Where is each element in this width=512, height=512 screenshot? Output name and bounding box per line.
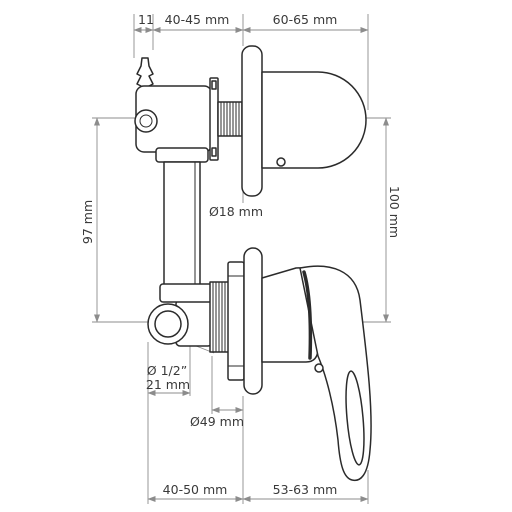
body-port-inner — [139, 114, 153, 128]
lower-wall-flange — [243, 247, 263, 395]
upper-thread-lines — [220, 102, 240, 136]
label-top-c: 60-65 mm — [273, 12, 338, 27]
label-bottom-b: 53-63 mm — [273, 482, 338, 497]
label-upper-diameter: Ø18 mm — [209, 204, 263, 219]
pipe-junction — [159, 283, 213, 303]
label-top-b: 40-45 mm — [165, 12, 230, 27]
pipe-collar — [155, 147, 209, 163]
lower-assembly — [147, 247, 372, 482]
plate-notch-bottom — [211, 147, 217, 157]
cap-screw — [276, 157, 286, 167]
label-top-a: 11 — [138, 12, 154, 27]
upper-wall-flange — [241, 45, 263, 197]
label-right-vertical: 100 mm — [387, 186, 402, 238]
dimension-lines — [94, 27, 389, 502]
lower-thread-lines — [212, 282, 226, 352]
lever-edge — [302, 270, 313, 360]
dimension-labels: 11 40-45 mm 60-65 mm 97 mm 100 mm Ø18 mm… — [80, 12, 402, 497]
plate-notch-top — [211, 80, 217, 90]
body-port-outer — [134, 109, 158, 133]
lock-nut — [227, 261, 245, 381]
lever-hole — [345, 370, 365, 466]
label-inlet-width: 21 mm — [146, 377, 190, 392]
inlet-ring-inner — [154, 310, 182, 338]
label-inlet-thread: Ø 1/2” — [147, 363, 187, 378]
upper-assembly — [134, 45, 367, 197]
label-left-vertical: 97 mm — [80, 200, 95, 244]
riser-pipe-group — [155, 147, 209, 287]
label-lower-diameter: Ø49 mm — [190, 414, 244, 429]
riser-pipe — [163, 161, 201, 287]
handle-screw — [314, 363, 324, 373]
label-bottom-a: 40-50 mm — [163, 482, 228, 497]
outlet-cap — [261, 71, 367, 169]
